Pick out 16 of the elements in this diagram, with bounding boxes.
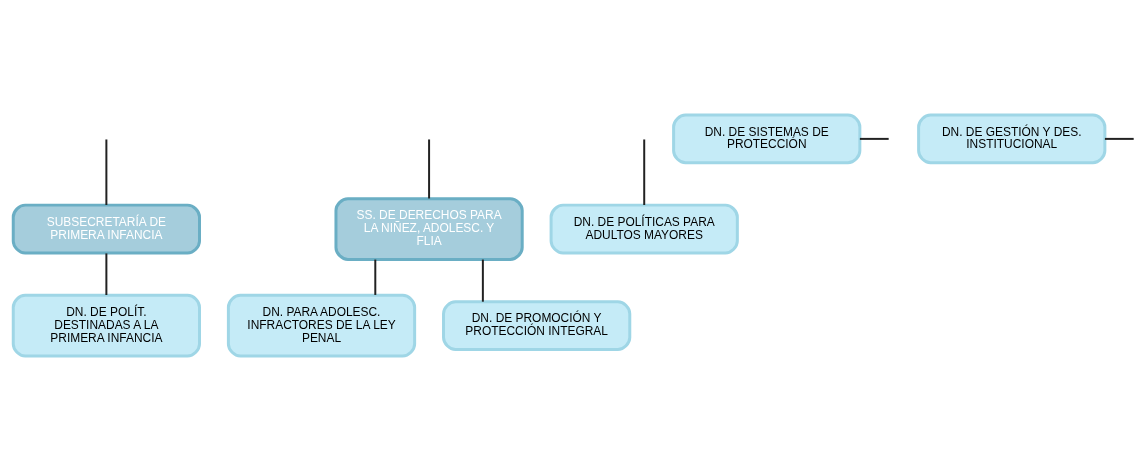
node-box: SUBSECRETARÍA DE PRIMERA INFANCIA xyxy=(11,203,201,254)
connector xyxy=(374,258,377,296)
node-box: DN. PARA ADOLESC. INFRACTORES DE LA LEY PENAL xyxy=(226,293,417,357)
node-box: DN. DE PROMOCIÓN Y PROTECCIÓN INTEGRAL xyxy=(442,299,632,351)
node-box: DN. DE SISTEMAS DE PROTECCIÓN xyxy=(672,113,862,164)
node-box: DN. DE POLÍTICAS PARA ADULTOS MAYORES xyxy=(549,203,739,254)
connector xyxy=(1103,137,1135,140)
node-box: SS. DE DERECHOS PARA LA NIÑEZ, ADOLESC. Y FLIA xyxy=(334,196,524,261)
connector xyxy=(105,251,108,296)
connector xyxy=(105,137,108,206)
connector xyxy=(858,137,890,140)
node-box: DN. DE GESTIÓN Y DES. INSTITUCIONAL xyxy=(917,113,1107,164)
connector xyxy=(481,258,484,303)
node-box: DN. DE POLÍT. DESTINADAS A LA PRIMERA INFANCIA xyxy=(11,293,201,357)
connector xyxy=(428,137,431,199)
connector xyxy=(643,137,646,206)
